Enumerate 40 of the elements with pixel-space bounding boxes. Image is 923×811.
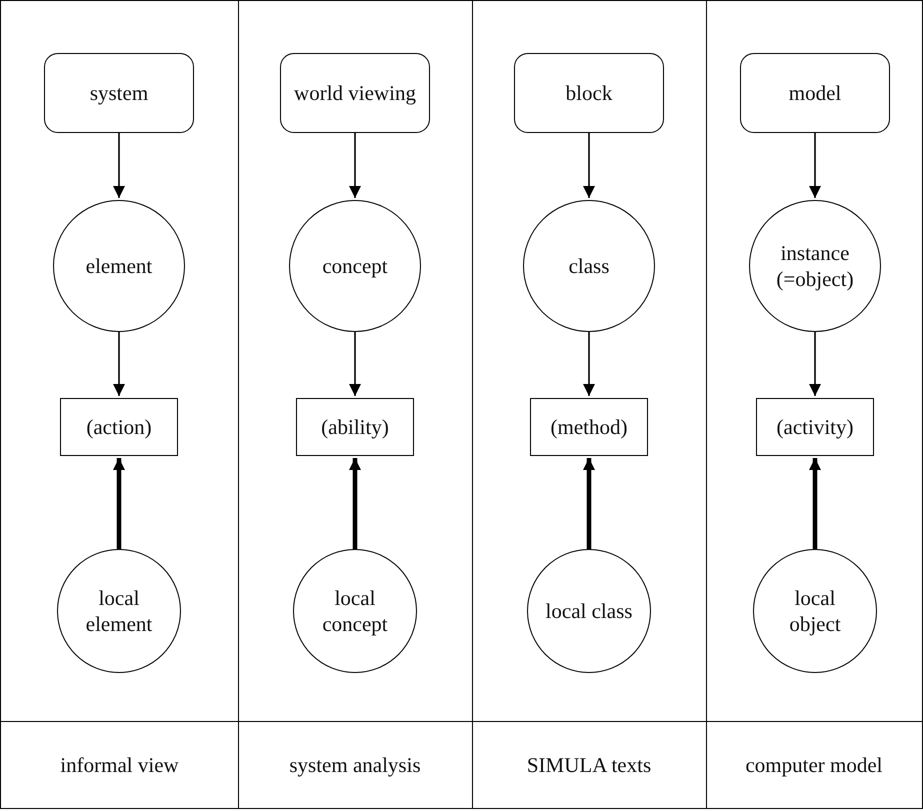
node-label: element bbox=[86, 252, 152, 280]
arrow bbox=[113, 133, 125, 198]
node-label: local element bbox=[84, 584, 154, 638]
rounded-box bbox=[280, 53, 430, 133]
column-label: system analysis bbox=[289, 753, 421, 778]
double-line-arrow bbox=[113, 458, 125, 549]
column-label: informal view bbox=[60, 753, 179, 778]
arrow bbox=[349, 332, 361, 396]
arrow bbox=[113, 332, 125, 396]
node-label: local concept bbox=[321, 584, 389, 638]
node-label: world viewing bbox=[294, 80, 416, 106]
node-label: instance (=object) bbox=[775, 240, 855, 292]
node-label: local object bbox=[788, 584, 842, 638]
process-box bbox=[296, 398, 414, 456]
process-box bbox=[530, 398, 648, 456]
arrow bbox=[809, 133, 821, 198]
node-label: (action) bbox=[86, 414, 152, 440]
node-label: model bbox=[788, 80, 842, 106]
column-label: computer model bbox=[745, 753, 883, 778]
double-line-arrow bbox=[583, 458, 595, 549]
double-line-arrow bbox=[809, 458, 821, 549]
node-label: (method) bbox=[550, 414, 628, 440]
arrow bbox=[583, 133, 595, 198]
arrow bbox=[809, 332, 821, 396]
arrow bbox=[583, 332, 595, 396]
node-label: (ability) bbox=[321, 414, 389, 440]
rounded-box bbox=[514, 53, 664, 133]
node-label: concept bbox=[322, 252, 388, 280]
double-line-arrow bbox=[349, 458, 361, 549]
rounded-box bbox=[740, 53, 890, 133]
node-label: (activity) bbox=[776, 414, 854, 440]
rounded-box bbox=[44, 53, 194, 133]
node-label: system bbox=[90, 80, 148, 106]
node-label: block bbox=[566, 80, 612, 106]
arrow bbox=[349, 133, 361, 198]
process-box bbox=[756, 398, 874, 456]
node-label: local class bbox=[546, 598, 632, 624]
column-label: SIMULA texts bbox=[526, 753, 652, 778]
process-box bbox=[60, 398, 178, 456]
node-label: class bbox=[568, 252, 610, 280]
